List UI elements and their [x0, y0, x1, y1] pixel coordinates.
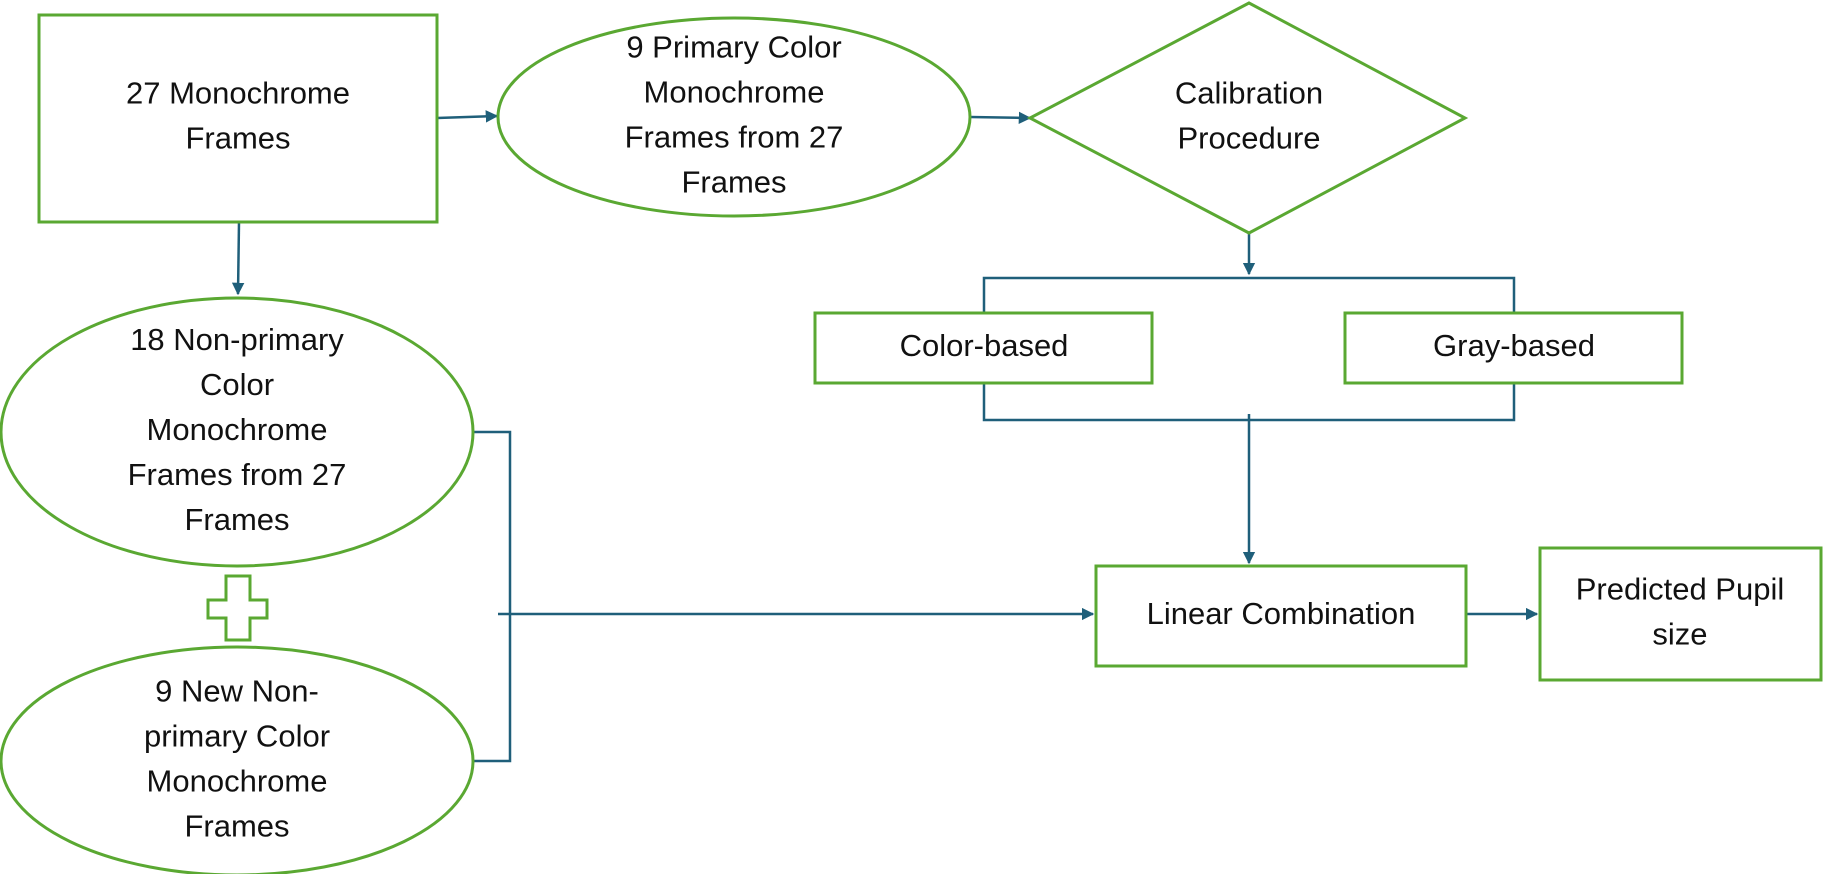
arrow-frames27-to-nonprimary18 — [231, 221, 245, 296]
node-gray-based-label: Gray-based — [1433, 328, 1595, 363]
label-line: Procedure — [1177, 121, 1320, 156]
label-line: Linear Combination — [1147, 596, 1416, 631]
node-linear-combination: Linear Combination — [1094, 564, 1468, 668]
branch-top-bracket — [982, 276, 1516, 313]
label-line: Monochrome — [644, 75, 825, 110]
node-color-based-label: Color-based — [900, 328, 1069, 363]
label-line: Monochrome — [147, 412, 328, 447]
label-line: Frames from 27 — [128, 457, 347, 492]
node-predicted-pupil-size-label: Predicted Pupil size — [1576, 572, 1785, 652]
label-line: Color-based — [900, 328, 1069, 363]
label-line: Frames — [185, 121, 290, 156]
node-linear-combination-label: Linear Combination — [1147, 596, 1416, 631]
arrow-frames27-to-primary9 — [436, 110, 499, 123]
label-line: 27 Monochrome — [126, 76, 350, 111]
label-line: size — [1652, 617, 1707, 652]
label-line: Frames from 27 — [625, 120, 844, 155]
connectors — [231, 110, 1539, 763]
label-line: Frames — [681, 165, 786, 200]
label-line: Color — [200, 367, 274, 402]
node-gray-based: Gray-based — [1343, 311, 1684, 385]
label-line: Predicted Pupil — [1576, 572, 1785, 607]
arrow-primary9-to-calibration — [969, 111, 1032, 125]
merge-bracket — [473, 430, 512, 763]
label-line: 9 New Non- — [155, 674, 319, 709]
label-line: Calibration — [1175, 76, 1323, 111]
label-line: 18 Non-primary — [130, 322, 344, 357]
label-line: Gray-based — [1433, 328, 1595, 363]
node-predicted-pupil-size: Predicted Pupil size — [1538, 546, 1823, 682]
label-line: 9 Primary Color — [626, 30, 841, 65]
label-line: primary Color — [144, 719, 330, 754]
label-line: Monochrome — [147, 764, 328, 799]
node-color-based: Color-based — [813, 311, 1154, 385]
plus-icon — [206, 574, 269, 642]
label-line: Frames — [184, 502, 289, 537]
label-line: Frames — [184, 809, 289, 844]
